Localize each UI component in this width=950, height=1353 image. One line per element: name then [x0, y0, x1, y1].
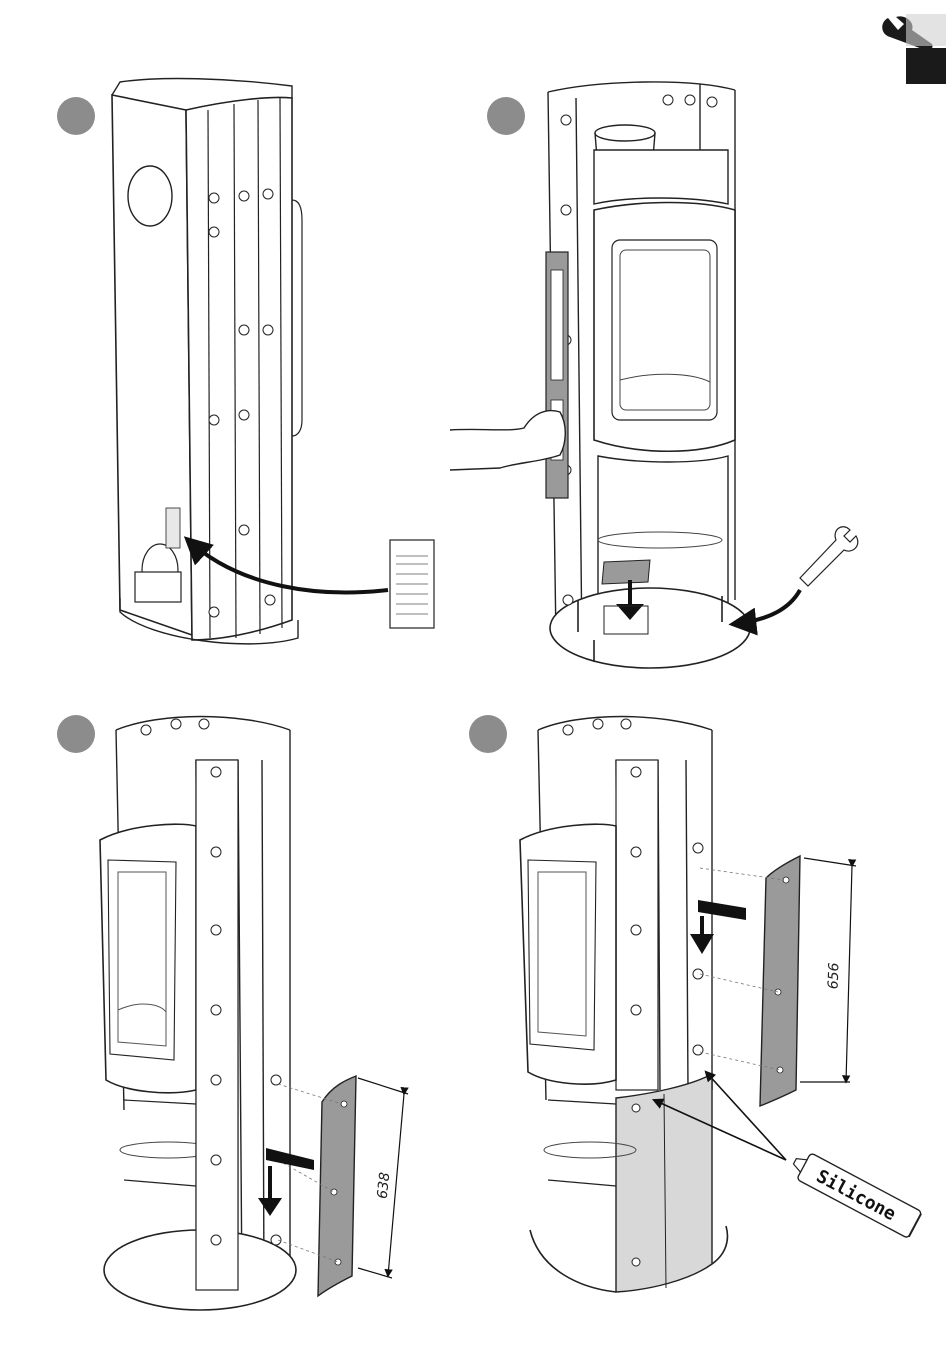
step-4-marker [469, 715, 507, 753]
step-2-marker [487, 97, 525, 135]
step-1-marker [57, 97, 95, 135]
rating-plate [390, 540, 434, 628]
step-3-marker [57, 715, 95, 753]
step-3: 638 [57, 715, 408, 1310]
spirit-level [546, 252, 568, 498]
step-1 [57, 79, 434, 644]
dimension-638: 638 [375, 1171, 394, 1199]
silicone-tube: Silicone [788, 1148, 922, 1238]
step-4: 656 Silicone [469, 715, 922, 1292]
spanner-icon [800, 527, 858, 586]
step-2 [450, 82, 858, 668]
language-tab [906, 48, 946, 84]
dimension-656: 656 [826, 962, 843, 989]
language-tab-light [906, 14, 946, 46]
